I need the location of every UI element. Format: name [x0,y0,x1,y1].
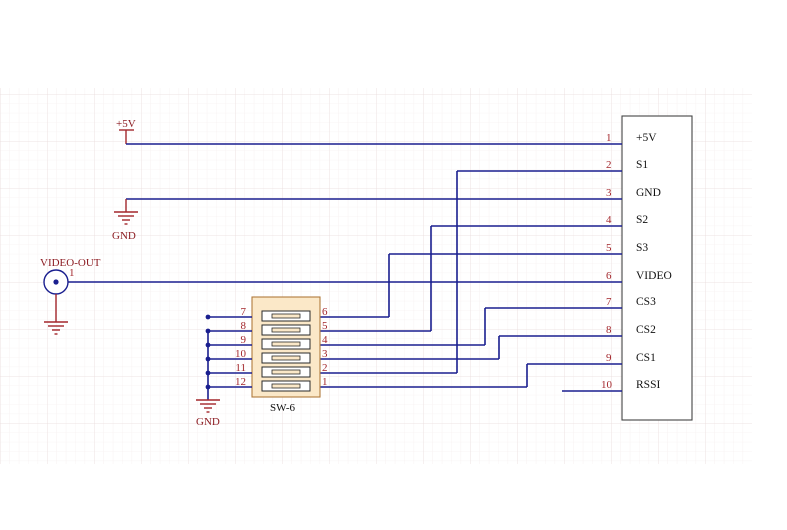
dip-switch-pin-right: 6 [322,306,328,318]
connector-pin-number: 10 [601,379,613,391]
wire-s1 [456,170,622,373]
dip-switch-pin-right: 1 [322,376,328,388]
connector-pin-label: S3 [636,242,648,254]
wire-cs2 [498,335,622,359]
dip-switch-lever [271,355,301,361]
connector-pin-number: 1 [606,132,612,144]
dip-switch-pin-right: 3 [322,348,328,360]
connector-pin-label: S1 [636,159,648,171]
connector-pin-number: 4 [606,214,612,226]
gnd-switch-label: GND [196,416,220,428]
connector-pin-9[interactable]: 9 CS1 [606,352,656,364]
connector-pin-6[interactable]: 6 VIDEO [606,270,672,282]
connector-pin-4[interactable]: 4 S2 [606,214,648,226]
gnd-symbol-switch[interactable]: GND [196,399,220,428]
connector-pin-label: CS3 [636,296,656,308]
wire-s3 [388,253,622,317]
vcc-symbol[interactable]: +5V [116,118,136,144]
wire-sw-left-bus [207,316,252,400]
wire-cs3 [484,307,622,345]
connector-pin-label: VIDEO [636,270,672,282]
video-out-connector[interactable]: VIDEO-OUT 1 [40,257,101,335]
connector-pin-7[interactable]: 7 CS3 [606,296,656,308]
connector-component[interactable]: 1 +5V 2 S1 3 GND 4 S2 5 S3 6 VIDEO 7 CS3 8 CS2 9 CS1 10 RSS… [601,115,693,421]
dip-switch-lever [271,327,301,333]
video-out-label: VIDEO-OUT [40,257,101,269]
connector-body [621,115,693,421]
dip-switch-lever [271,383,301,389]
gnd-symbol-top[interactable]: GND [112,199,138,242]
connector-pin-number: 2 [606,159,612,171]
connector-pin-label: CS1 [636,352,656,364]
connector-pin-3[interactable]: 3 GND [606,187,661,199]
dip-switch-pin-right: 5 [322,320,328,332]
dip-switch-pin-left: 12 [235,376,246,388]
dip-switch-pin-left: 8 [241,320,247,332]
connector-pin-label: GND [636,187,661,199]
dip-switch-pin-left: 11 [235,362,246,374]
dip-switch-pin-left: 9 [241,334,247,346]
connector-pin-label: +5V [636,132,657,144]
wire-junction [205,384,211,390]
dip-switch-lever [271,341,301,347]
connector-pin-1[interactable]: 1 +5V [606,132,657,144]
connector-pin-number: 8 [606,324,612,336]
wire-junction [205,342,211,348]
dip-switch-label: SW-6 [270,402,296,414]
dip-switch-pin-right: 2 [322,362,328,374]
dip-switch-pin-left: 10 [235,348,247,360]
connector-pin-label: CS2 [636,324,656,336]
connector-pin-10[interactable]: 10 RSSI [601,379,660,391]
connector-pin-5[interactable]: 5 S3 [606,242,648,254]
wire-junction [205,314,211,320]
connector-pin-8[interactable]: 8 CS2 [606,324,656,336]
wire-junction [205,356,211,362]
connector-pin-label: S2 [636,214,648,226]
connector-pin-number: 3 [606,187,612,199]
dip-switch-sw6[interactable]: SW-6 [251,296,321,414]
video-out-pin: 1 [69,267,75,279]
dip-switch-pin-right: 4 [322,334,328,346]
vcc-label: +5V [116,118,136,130]
wire-cs1 [526,363,622,387]
dip-switch-lever [271,313,301,319]
connector-pin-2[interactable]: 2 S1 [606,159,648,171]
dip-switch-lever [271,369,301,375]
connector-pin-number: 6 [606,270,612,282]
connector-pin-number: 5 [606,242,612,254]
wire-s2 [430,225,622,331]
gnd-top-label: GND [112,230,136,242]
wire-junction [205,328,211,334]
connector-pin-number: 9 [606,352,612,364]
wire-junction [205,370,211,376]
dip-switch-pin-left: 7 [241,306,247,318]
connector-pin-label: RSSI [636,379,660,391]
connector-pin-number: 7 [606,296,612,308]
